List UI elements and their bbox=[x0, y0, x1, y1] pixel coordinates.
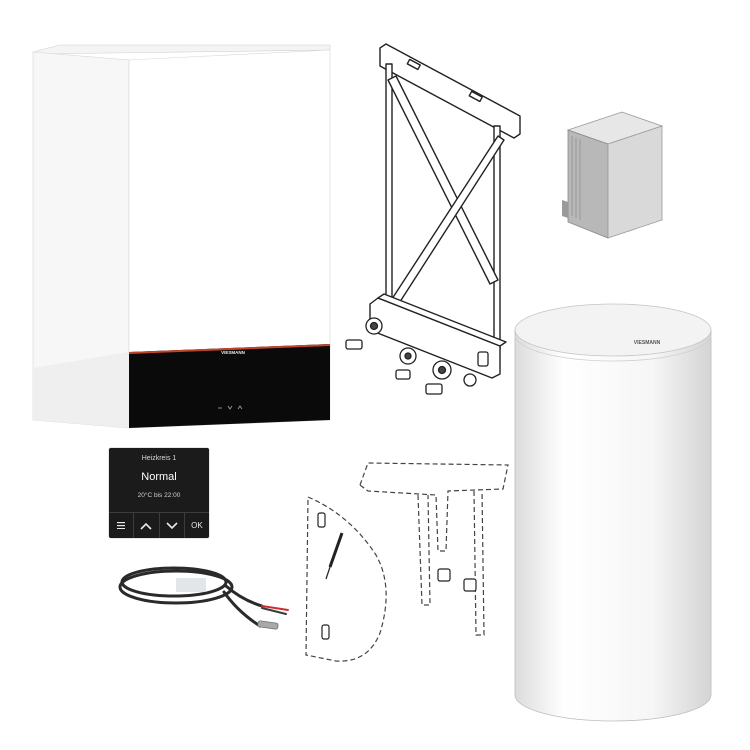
chevron-down-icon bbox=[166, 521, 178, 529]
schedule-text: 20°C bis 22:00 bbox=[137, 492, 181, 499]
tank-brand-mark: VIESMANN bbox=[634, 340, 661, 346]
temperature-sensor bbox=[118, 566, 289, 630]
menu-icon bbox=[117, 522, 126, 529]
up-button[interactable] bbox=[133, 512, 159, 538]
down-button[interactable] bbox=[158, 512, 184, 538]
gas-boiler: VIESMANN bbox=[32, 44, 331, 429]
mounting-bracket bbox=[345, 43, 521, 395]
control-panel-display: Heizkreis 1 Normal 20°C bis 22:00 bbox=[109, 448, 209, 512]
menu-button[interactable] bbox=[109, 512, 134, 538]
chevron-up-icon bbox=[140, 522, 152, 530]
boiler-brand-mark: VIESMANN bbox=[221, 350, 245, 355]
ok-button[interactable]: OK bbox=[183, 512, 209, 538]
storage-tank: VIESMANN bbox=[514, 303, 712, 722]
heating-circuit-title: Heizkreis 1 bbox=[141, 455, 177, 462]
operating-mode: Normal bbox=[141, 471, 177, 483]
controller-box bbox=[562, 111, 664, 239]
connection-kit-outline bbox=[305, 462, 509, 662]
control-panel: Heizkreis 1 Normal 20°C bis 22:00 OK bbox=[109, 448, 209, 538]
